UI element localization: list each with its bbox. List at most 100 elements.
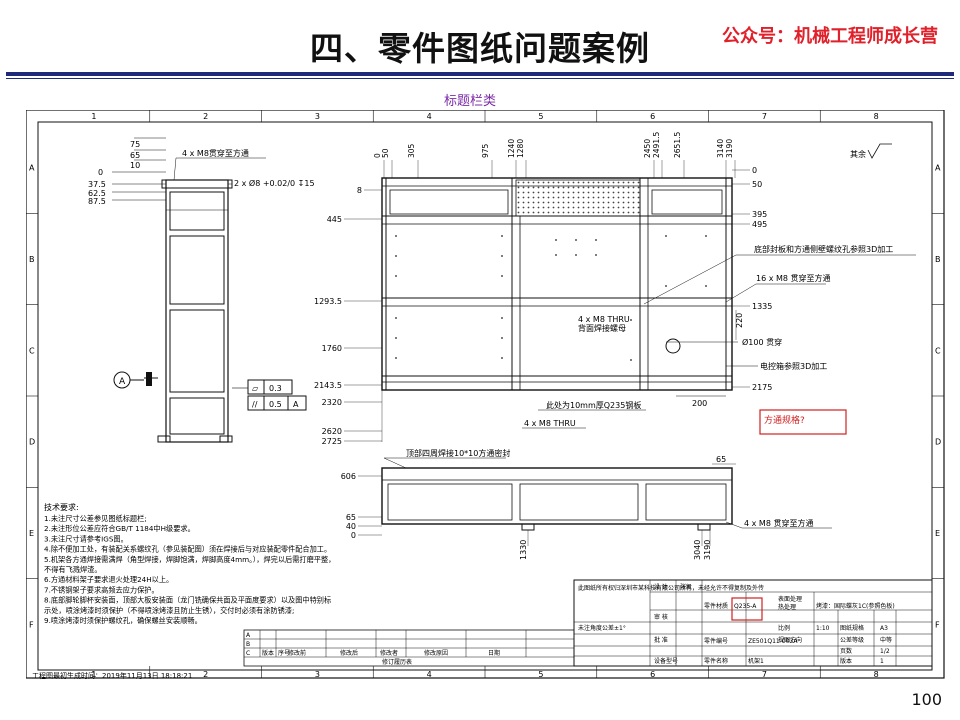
hole-100	[665, 338, 681, 354]
drawing-footer: 工程图最初生成时间：2019年11月13日 18:18:21	[32, 671, 192, 680]
material-value: Q235-A	[734, 603, 757, 610]
grid-col-label: 4	[427, 670, 432, 679]
partname-label: 零件名称	[704, 657, 728, 665]
sheet-size-value: A3	[880, 625, 888, 632]
side-dim: 0	[98, 168, 103, 177]
grid-row-label: F	[29, 620, 34, 629]
surface-label: 表面处理	[778, 595, 802, 603]
side-view-panel	[169, 397, 225, 435]
sheet-frame	[26, 110, 945, 679]
review-label: 审 核	[654, 613, 668, 621]
grid-col-label: 6	[650, 670, 655, 679]
grid-row-label: F	[935, 620, 940, 629]
front-dim: 50	[381, 148, 390, 158]
device-label: 设备型号	[654, 657, 678, 665]
sheet-size-label: 图纸规格	[840, 624, 864, 632]
grade-value: 中等	[880, 636, 892, 644]
bottom-dim: 606	[341, 472, 356, 481]
grid-col-label: 5	[538, 670, 543, 679]
side-dim: 37.5	[88, 180, 106, 189]
tech-requirement-item: 示处，喷涂烤漆时须保护（不得喷涂烤漆且防止生锈），交付时必须有涂防锈漆;	[44, 606, 294, 615]
grid-col-label: 2	[203, 670, 208, 679]
rev-header: 修改原因	[424, 649, 448, 657]
side-dim: 10	[130, 161, 140, 170]
roughness-label: 其余	[850, 149, 866, 159]
front-dim: 1280	[516, 139, 525, 158]
note-m8-16: 16 x M8 贯穿至方通	[756, 273, 831, 283]
front-dim: 1335	[752, 302, 772, 311]
rev-mark: B	[246, 641, 250, 648]
perforated-panel	[515, 179, 641, 217]
note-steel-plate: 此处为10mm厚Q235钢板	[546, 400, 641, 410]
front-dim: 2143.5	[314, 381, 342, 390]
dim-1330: 1330	[519, 540, 528, 560]
grid-col-label: 5	[538, 112, 543, 121]
front-dim: 2620	[322, 427, 342, 436]
rev-caption: 修订履历表	[382, 658, 412, 666]
brand-label: 公众号：机械工程师成长营	[722, 26, 938, 47]
side-note-m8: 4 x M8贯穿至方通	[182, 148, 249, 158]
front-dim: 495	[752, 220, 767, 229]
side-dim: 75	[130, 140, 140, 149]
tolerance-note: 未注角度公差±1°	[578, 624, 626, 632]
bottom-view-frame	[381, 467, 733, 525]
front-dim: 8	[357, 186, 362, 195]
dim-200: 200	[692, 399, 707, 408]
side-view-panel	[169, 235, 225, 305]
front-dim: 1240	[507, 139, 516, 158]
grid-row-label: B	[935, 255, 941, 264]
pages-value: 1/2	[880, 648, 890, 655]
dim-3190: 3190	[703, 540, 712, 560]
tech-requirement-item: 2.未注形位公差应符合GB/T 1184中H级要求。	[44, 524, 195, 533]
front-view-frame	[381, 177, 733, 391]
note-m8-thru: 4 x M8 THRU	[578, 315, 630, 324]
rev-header: 日期	[488, 649, 500, 657]
version-value: 1	[880, 658, 884, 665]
tech-requirement-item: 6.方通材料架子要求退火处理24H以上。	[44, 575, 173, 584]
design-label: 设 计	[654, 583, 668, 591]
grid-col-label: 3	[315, 670, 320, 679]
side-view: A 75 65 10 0 37.5 62.5 87.5 4 x M8贯穿至方通 …	[88, 137, 315, 443]
grid-col-label: 6	[650, 112, 655, 121]
projection-label: 视图方向	[778, 636, 802, 644]
tech-requirement-item: 3.未注尺寸请参考IGS图。	[44, 534, 128, 543]
front-left-dims: 8 445 1293.5 1760 2143.5 2320 2620 2725	[314, 186, 362, 446]
pages-label: 页数	[840, 647, 852, 655]
partno-label: 零件编号	[704, 637, 728, 645]
roughness-symbol	[867, 143, 892, 159]
scale-value: 1:10	[816, 625, 830, 632]
note-hole-100: Ø100 贯穿	[742, 337, 782, 347]
grid-col-label: 2	[203, 112, 208, 121]
datum-a-label: A	[119, 377, 126, 387]
header-rule	[6, 72, 954, 76]
version-label: 版本	[840, 657, 852, 665]
review-comment: 方通规格?	[764, 414, 805, 426]
front-dim: 3140	[716, 139, 725, 158]
material-highlight	[731, 597, 763, 621]
front-dim: 2651.5	[673, 132, 682, 158]
title-block: 此图纸所有权归深圳市某科技有限公司所有，未经允许不得复制及外传 未注角度公差±1…	[573, 579, 933, 667]
tolerance-frame-2	[247, 395, 307, 411]
front-dim: 2320	[322, 398, 342, 407]
grid-row-label: D	[29, 438, 35, 447]
front-dim: 2450	[643, 139, 652, 158]
side-note-hole: 2 x Ø8 +0.02/0 ↧15	[234, 178, 315, 188]
bottom-note-m8: 4 x M8 贯穿至方通	[744, 518, 813, 528]
front-dim: 0	[373, 153, 382, 158]
bottom-dim: 65	[346, 513, 356, 522]
tech-requirement-item: 7.不锈钢架子要求高频去应力保护。	[44, 585, 159, 594]
front-dim: 0	[752, 166, 757, 175]
tech-requirements: 技术要求: 1.未注尺寸公差参见图纸标题栏;2.未注形位公差应符合GB/T 11…	[44, 502, 335, 625]
grid-col-label: 3	[315, 112, 320, 121]
grid-row-label: A	[935, 164, 941, 173]
tolerance-value: 0.5	[269, 400, 282, 409]
front-dim: 3190	[725, 139, 734, 158]
grid-row-label: A	[29, 164, 35, 173]
front-dim: 395	[752, 210, 767, 219]
front-dim: 445	[327, 215, 342, 224]
grid-row-label: C	[29, 346, 35, 355]
front-dim: 50	[752, 180, 762, 189]
note-electric-box: 电控箱参照3D加工	[760, 361, 827, 371]
